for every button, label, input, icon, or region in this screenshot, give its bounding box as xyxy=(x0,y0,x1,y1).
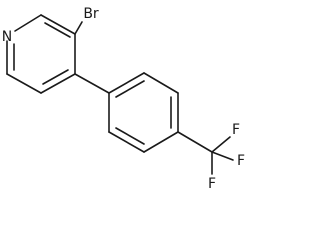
bond-c2-c3 xyxy=(40,14,76,35)
phenyl-ring xyxy=(108,72,179,153)
pyridine-ring xyxy=(6,14,76,94)
atom-label-f2: F xyxy=(237,153,245,169)
bond-c2-c3-inner xyxy=(44,22,71,38)
bond-aryl-cf3 xyxy=(177,131,213,153)
bond-c3-br xyxy=(74,21,83,35)
bond-p4-p5 xyxy=(143,131,179,153)
bond-p5-p6-inner xyxy=(115,127,145,145)
atom-label-f3: F xyxy=(208,176,216,192)
bond-c-f2 xyxy=(211,151,234,161)
bond-c5-c6 xyxy=(6,73,42,94)
atom-label-f1: F xyxy=(232,122,240,138)
bond-c-f1 xyxy=(211,136,231,153)
bond-p2-p3 xyxy=(143,72,179,94)
bond-n1-c2 xyxy=(14,14,42,32)
atom-label-n: N xyxy=(2,29,12,45)
chemical-structure: N Br F F F xyxy=(2,6,245,192)
bond-c4-c5 xyxy=(40,73,76,94)
bond-p1-p2 xyxy=(108,72,145,94)
atom-label-br: Br xyxy=(83,6,99,22)
bond-p1-p2-inner xyxy=(115,80,145,98)
bond-biaryl xyxy=(74,73,110,94)
bond-c4-c5-inner xyxy=(42,69,69,85)
bond-p5-p6 xyxy=(108,131,145,153)
